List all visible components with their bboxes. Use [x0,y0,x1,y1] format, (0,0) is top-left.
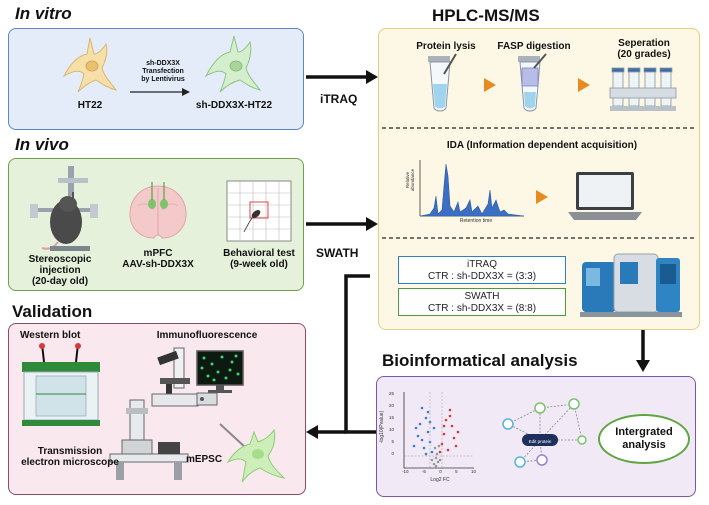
hplc-to-bioinfo-arrow [636,330,650,372]
volcano-ytick: 0 [391,451,394,456]
itraq-ratio-box: iTRAQ CTR : sh-DDX3X = (3:3) [398,256,566,284]
volcano-ytick: 20 [388,403,394,408]
stereoscopic-line-2: injection [39,265,81,276]
stereoscopic-label: Stereoscopic injection (20-day old) [18,254,102,287]
ht22-label: HT22 [77,100,103,111]
volcano-x-ticks: -10 -5 0 5 10 [402,469,476,474]
behavioral-test-label: Behavioral test (9-week old) [214,248,304,270]
separation-label: Seperation (20 grades) [604,38,684,60]
sh-ddx3x-cell-icon [204,35,262,93]
immunofluorescence-label: Immunofluorescence [156,330,258,341]
brain-slice-icon [129,182,187,239]
integrated-analysis-badge: Intergrated analysis [598,414,690,464]
western-blot-label: Western blot [20,330,81,341]
transfection-arrow [130,88,190,96]
hplc-divider-bottom [382,237,696,239]
bioinfo-to-validation-arrow [306,274,380,439]
hplc-divider-top [382,127,696,129]
behavioral-line-2: (9-week old) [230,259,288,270]
volcano-ytick: 5 [391,439,394,444]
chromatogram-y-label: Relative abundance [405,168,415,192]
mpfc-line-2: AAV-sh-DDX3X [122,259,194,270]
mpfc-label: mPFC AAV-sh-DDX3X [116,248,200,270]
itraq-connector-arrow [306,70,378,84]
separation-line-1: Seperation [618,38,670,49]
volcano-y-label: -log10(Pvalue) [379,410,385,444]
tube-fasp-icon [518,53,547,112]
laptop-icon [568,172,642,220]
volcano-xtick: -5 [421,469,426,474]
hplc-title: HPLC-MS/MS [432,6,540,25]
volcano-y-ticks: 25 20 15 10 5 0 [386,388,394,460]
in-vivo-title: In vivo [15,135,69,154]
sh-ddx3x-ht22-label: sh-DDX3X-HT22 [195,100,273,111]
step-arrow-2 [578,78,590,92]
volcano-ytick: 25 [388,391,394,396]
integrated-line-1: Intergrated [615,426,673,438]
transfection-label: sh-DDX3X Transfection by Lentivirus [128,60,198,84]
control-box-icon [196,392,218,406]
fluorescence-microscope-icon [151,347,199,407]
volcano-xtick: 5 [455,469,458,474]
swath-box-ratio: CTR : sh-DDX3X = (8:8) [427,303,537,314]
volcano-ytick: 15 [388,415,394,420]
volcano-x-label: Log2 FC [430,477,450,483]
mass-spectrometer-icon [580,253,682,317]
western-blot-icon [22,343,100,426]
tem-label: Transmission electron microscope [18,446,122,468]
tem-icon [109,399,189,480]
transfection-line-1: sh-DDX3X [146,60,180,67]
swath-ratio-box: SWATH CTR : sh-DDX3X = (8:8) [398,288,566,316]
chromatogram-plot [419,160,525,217]
volcano-xtick: -10 [402,469,409,474]
tube-lysis-icon [428,53,457,112]
itraq-arrow-label: iTRAQ [320,92,358,106]
volcano-xtick: 0 [439,469,442,474]
neuron-patch-icon [219,423,286,483]
transfection-line-3: by Lentivirus [141,76,185,83]
tem-line-2: electron microscope [21,457,119,468]
fluorescence-monitor-icon [196,350,244,393]
open-field-test-icon [226,180,292,242]
behavioral-line-1: Behavioral test [223,248,295,259]
tube-rack-icon [609,67,677,111]
stereotaxic-mouse-icon [30,166,98,251]
bioinfo-title: Bioinformatical analysis [382,351,578,370]
transfection-line-2: Transfection [142,68,184,75]
swath-box-title: SWATH [464,291,500,302]
mepsc-label: mEPSC [185,454,223,465]
itraq-box-title: iTRAQ [467,259,497,270]
volcano-ytick: 10 [388,427,394,432]
tem-line-1: Transmission [37,446,103,457]
volcano-xtick: 10 [470,469,476,474]
step-arrow-1 [484,78,496,92]
volcano-plot [403,392,474,469]
swath-connector-arrow [306,217,378,231]
integrated-line-2: analysis [622,439,666,451]
itraq-box-ratio: CTR : sh-DDX3X = (3:3) [427,271,537,282]
stereoscopic-line-1: Stereoscopic [28,254,92,265]
ht22-cell-icon [62,37,118,93]
hub-protein-label: Edit protein [528,439,552,444]
ida-label: IDA (Information dependent acquisition) [446,140,638,151]
protein-lysis-label: Protein lysis [416,41,476,52]
protein-network-icon [502,398,587,468]
ida-arrow [536,190,548,204]
separation-line-2: (20 grades) [617,49,671,60]
stereoscopic-line-3: (20-day old) [31,276,89,287]
fasp-digestion-label: FASP digestion [497,41,571,52]
swath-arrow-label: SWATH [316,246,359,260]
mpfc-line-1: mPFC [143,248,173,259]
validation-title: Validation [12,302,93,321]
chromatogram-x-label: Retention time [459,218,493,224]
in-vitro-panel [8,28,304,130]
in-vitro-title: In vitro [15,4,72,23]
